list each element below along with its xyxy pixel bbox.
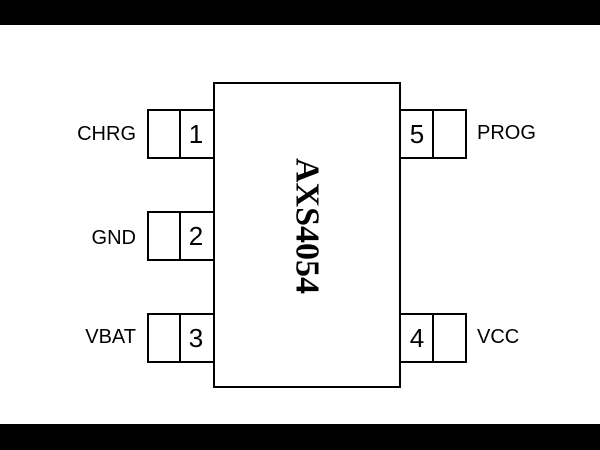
chip-name: AXS4054 — [289, 158, 326, 294]
pin-5: 5 PROG — [399, 109, 536, 159]
pin-1: 1 CHRG — [77, 109, 215, 159]
pin-2: 2 GND — [92, 211, 215, 261]
pin-2-label: GND — [92, 227, 136, 249]
pin-2-number: 2 — [189, 221, 203, 251]
pin-5-number: 5 — [410, 119, 424, 149]
pin-3: 3 VBAT — [85, 313, 215, 363]
pin-1-label: CHRG — [77, 123, 136, 145]
pin-3-label: VBAT — [85, 326, 136, 348]
pin-4-number: 4 — [410, 323, 424, 353]
chip-body — [213, 82, 401, 388]
pin-1-number: 1 — [189, 119, 203, 149]
pin-3-number: 3 — [189, 323, 203, 353]
pin-4-label: VCC — [477, 326, 519, 348]
pin-5-label: PROG — [477, 122, 536, 144]
pin-4: 4 VCC — [399, 313, 519, 363]
